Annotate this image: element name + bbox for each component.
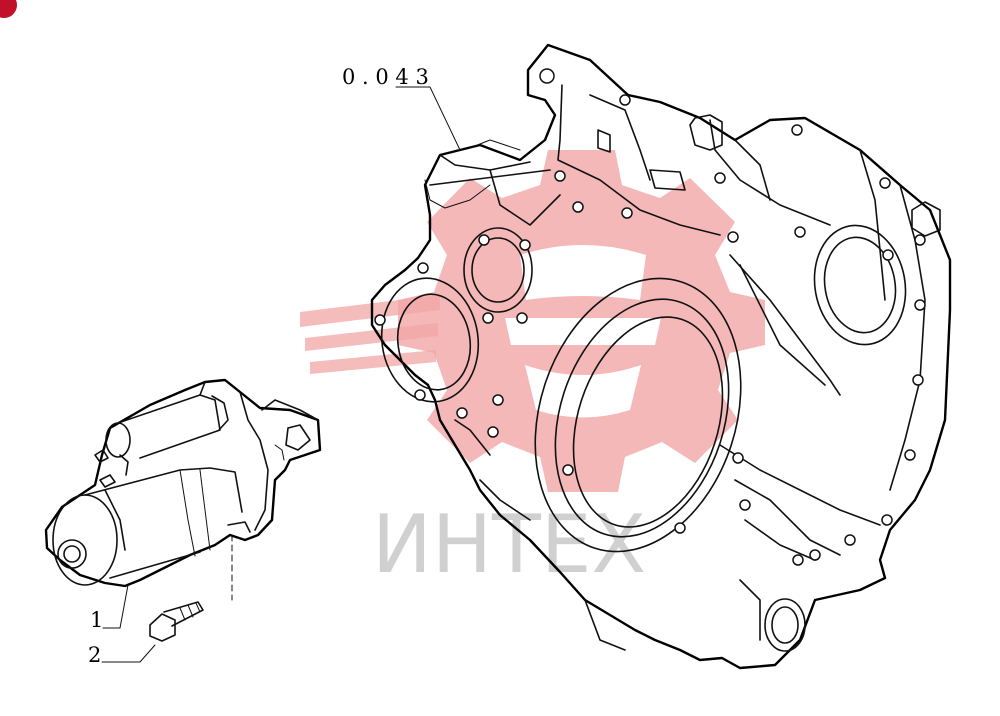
corner-badge-icon: [0, 0, 17, 18]
watermark-text: ИНТЕХ: [372, 498, 646, 591]
callout-reference: 0 . 0 4 3: [342, 65, 461, 151]
callout-part-2: 2: [88, 643, 156, 667]
part-number-label: 1: [90, 608, 103, 632]
callout-part-1: 1: [90, 584, 129, 632]
watermark-mask-icon: [505, 245, 661, 418]
reference-code-label: 0 . 0 4 3: [342, 65, 429, 89]
part-number-label: 2: [88, 643, 101, 667]
bolt-drawing: [149, 601, 204, 642]
watermark-stripes: [300, 295, 440, 374]
starter-motor-drawing: [44, 378, 322, 601]
gear-housing-drawing: [370, 43, 952, 670]
